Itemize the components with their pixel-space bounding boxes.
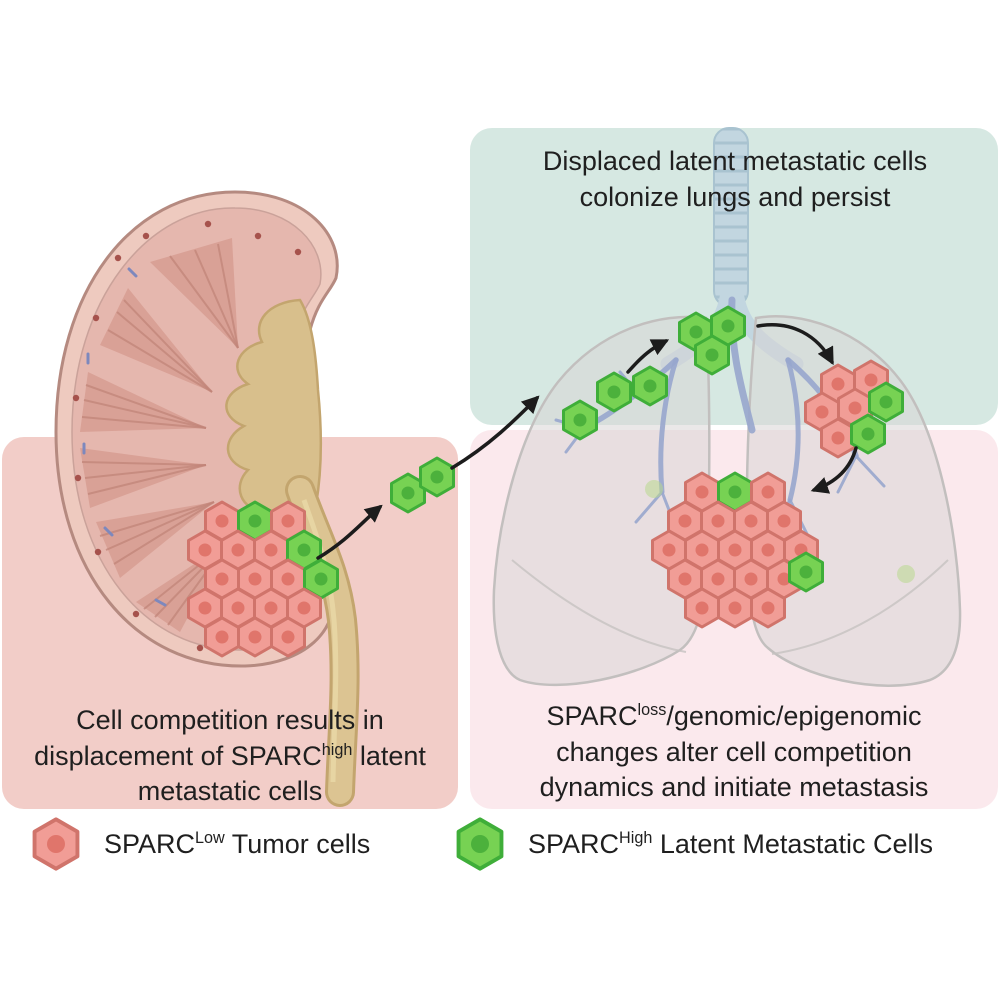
tumor-cell [270,616,306,658]
tumor-cell [667,500,703,542]
latent-cell [868,381,904,423]
red-hexagon-cell-icon [32,817,80,871]
arrow-kidney-displacement [316,504,383,560]
tumor-cell [270,500,306,542]
latent-cell [286,529,322,571]
tumor-cell [204,500,240,542]
latent-cell [419,456,455,498]
caption-line: displacement of SPARChigh latent [34,740,426,771]
tumor-cell [837,387,873,429]
green-hexagon-cell-icon [456,817,504,871]
tumor-cell [253,587,289,629]
tumor-cell [220,587,256,629]
tumor-cell [750,529,786,571]
tumor-cell [253,529,289,571]
legend: SPARCLow Tumor cells SPARCHigh Latent Me… [0,816,1000,880]
lungs-panel-caption: Displaced latent metastatic cells coloni… [480,144,990,215]
tumor-cell [187,529,223,571]
latent-cell [678,311,714,353]
kidney-panel-caption: Cell competition results in displacement… [10,703,450,810]
latent-cell [562,399,598,441]
tumor-cell [204,616,240,658]
tumor-cell [187,587,223,629]
arrow-metastasis-initiation [810,446,858,494]
latent-cell [632,365,668,407]
ureter [285,475,360,807]
caption-line: metastatic cells [137,776,323,807]
caption-line: Displaced latent metastatic cells [542,146,928,176]
displaced-cells-pair [390,456,455,514]
tumor-cell [820,417,856,459]
latent-cell [694,334,730,376]
latent-cell [390,472,426,514]
lung-colonizing-cells [562,305,746,441]
superscript: loss [637,701,667,719]
left-lung-lobe [492,315,711,687]
tumor-cell [766,500,802,542]
legend-label-tumor: SPARCLow Tumor cells [104,828,371,859]
tumor-cell [750,587,786,629]
legend-item-tumor: SPARCLow Tumor cells [28,816,370,872]
lungs-illustration [492,127,962,687]
tumor-cell [804,391,840,433]
caption-line: dynamics and initiate metastasis [539,772,929,803]
caption-line: colonize lungs and persist [579,181,891,212]
tumor-cell [204,558,240,600]
tumor-cell [700,500,736,542]
superscript: high [321,740,353,759]
right-lung-fissure [771,559,949,655]
tumor-cell [237,558,273,600]
tumor-cell [700,558,736,600]
latent-cell [717,471,753,513]
arrow-colony-growth [756,323,834,366]
tumor-cell [853,359,889,401]
early-metastasis-cluster [804,359,904,459]
tumor-cell [733,558,769,600]
tumor-cell [820,363,856,405]
latent-cell [788,551,824,593]
tumor-cell [220,529,256,571]
caption-line: SPARCloss/genomic/epigenomic [546,701,922,731]
tumor-cell [684,471,720,513]
tumor-cell [684,587,720,629]
tumor-cell [717,529,753,571]
arrow-to-lungs [450,395,540,470]
superscript: High [619,828,653,847]
metastasis-panel-caption: SPARCloss/genomic/epigenomic changes alt… [478,699,990,806]
tumor-cell [766,558,802,600]
latent-cell [710,305,746,347]
latent-cell [237,500,273,542]
caption-line: changes alter cell competition [556,736,912,767]
primary-tumor-cluster [187,500,339,658]
tumor-cell [667,558,703,600]
tumor-cell [717,587,753,629]
tumor-cell [270,558,306,600]
tumor-cell [286,587,322,629]
latent-cell [850,413,886,455]
macrometastasis-cluster [651,471,824,629]
tumor-cell [684,529,720,571]
tumor-cell [237,616,273,658]
tumor-cell [733,500,769,542]
legend-label-latent: SPARCHigh Latent Metastatic Cells [528,828,933,859]
kidney-illustration [54,190,360,807]
latent-cell [303,558,339,600]
latent-cell [596,371,632,413]
superscript: Low [195,828,225,847]
tumor-cell [750,471,786,513]
left-lung-fissure [511,559,687,653]
arrow-lung-spread [626,339,670,374]
tumor-cell [651,529,687,571]
legend-item-latent: SPARCHigh Latent Metastatic Cells [452,816,933,872]
caption-line: Cell competition results in [76,705,384,735]
